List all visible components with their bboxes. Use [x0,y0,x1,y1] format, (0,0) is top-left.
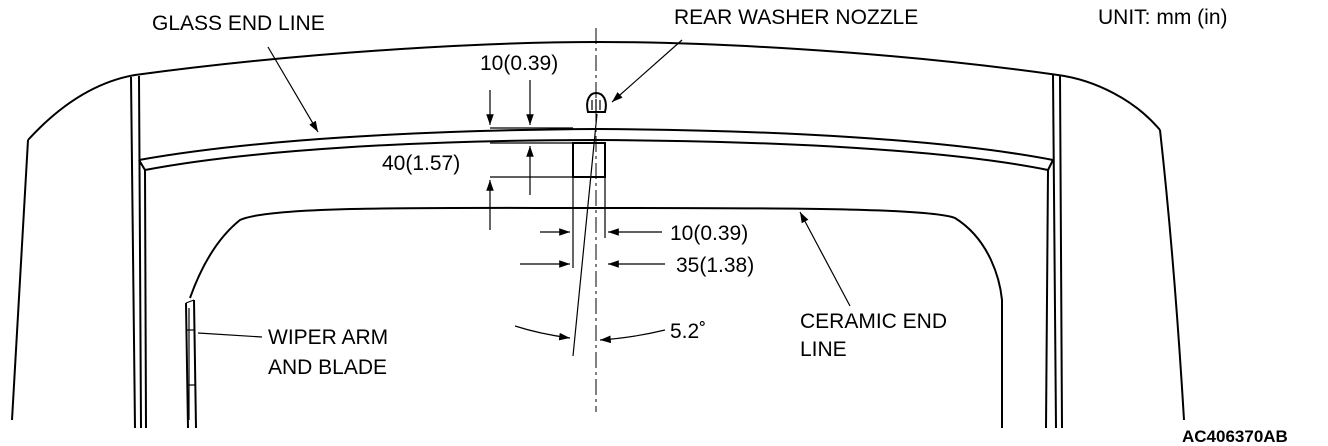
angle-indicator [514,325,666,344]
ceramic-end-line [189,206,1003,428]
glass-end-line [138,127,1054,429]
ceramic-label-line2: LINE [800,338,847,361]
rear-washer-nozzle-label: REAR WASHER NOZZLE [674,6,918,29]
dim-top-10-label: 10(0.39) [480,52,558,75]
wiper-arm-blade [185,299,197,429]
unit-label: UNIT: mm (in) [1098,6,1228,29]
vertical-dimensions [486,80,573,230]
ceramic-label-line1: CERAMIC END [800,310,947,333]
spray-direction-line [572,113,598,357]
body-outline [11,40,1185,429]
wiper-label-line1: WIPER ARM [268,326,388,349]
figure-code: AC406370AB [1182,427,1288,446]
dim-35-label: 35(1.38) [676,254,754,277]
wiper-label-line2: AND BLADE [268,356,387,379]
glass-end-line-label: GLASS END LINE [152,12,325,35]
dim-40-label: 40(1.57) [382,152,460,175]
leader-lines [197,39,851,338]
horizontal-dimensions [520,228,665,268]
dim-mid-10-label: 10(0.39) [670,222,748,245]
angle-label: 5.2˚ [670,320,706,343]
spray-target-box [572,142,606,178]
rear-washer-nozzle-icon [586,91,607,113]
